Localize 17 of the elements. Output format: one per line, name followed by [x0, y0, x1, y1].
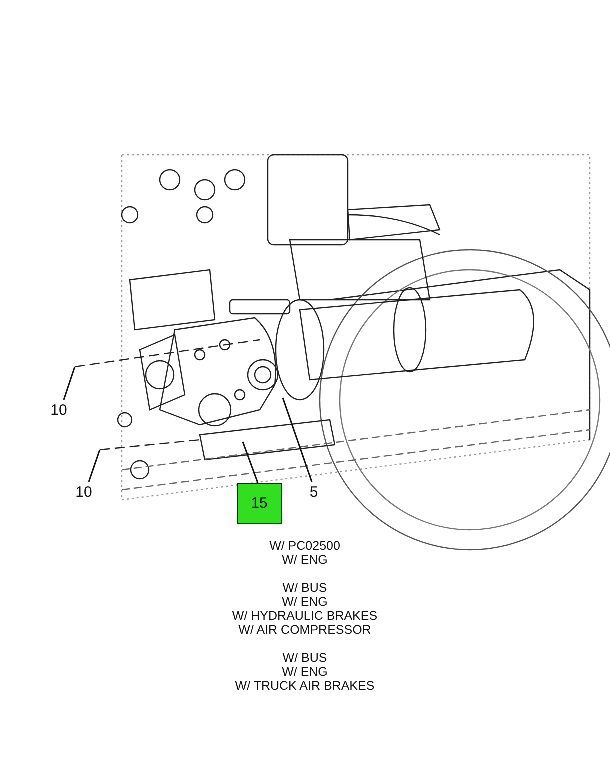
note-text: W/ HYDRAULIC BRAKES	[231, 609, 379, 623]
note-text: W/ TRUCK AIR BRAKES	[234, 679, 376, 693]
callout-number: 15	[237, 483, 282, 524]
callout-number: 5	[305, 482, 323, 502]
leader-line	[282, 398, 313, 482]
leader-line	[88, 450, 101, 482]
note-text: W/ ENG	[281, 595, 329, 609]
leader-line	[242, 442, 259, 484]
note-text: W/ AIR COMPRESSOR	[238, 623, 372, 637]
note-text: W/ BUS	[282, 581, 328, 595]
note-text: W/ BUS	[282, 651, 328, 665]
note-text: W/ ENG	[281, 665, 329, 679]
note-text: W/ ENG	[281, 553, 329, 567]
leader-line	[63, 366, 76, 400]
note-text: W/ PC02500	[268, 539, 342, 553]
callout-number: 10	[70, 482, 98, 502]
callout-number: 10	[45, 400, 73, 420]
